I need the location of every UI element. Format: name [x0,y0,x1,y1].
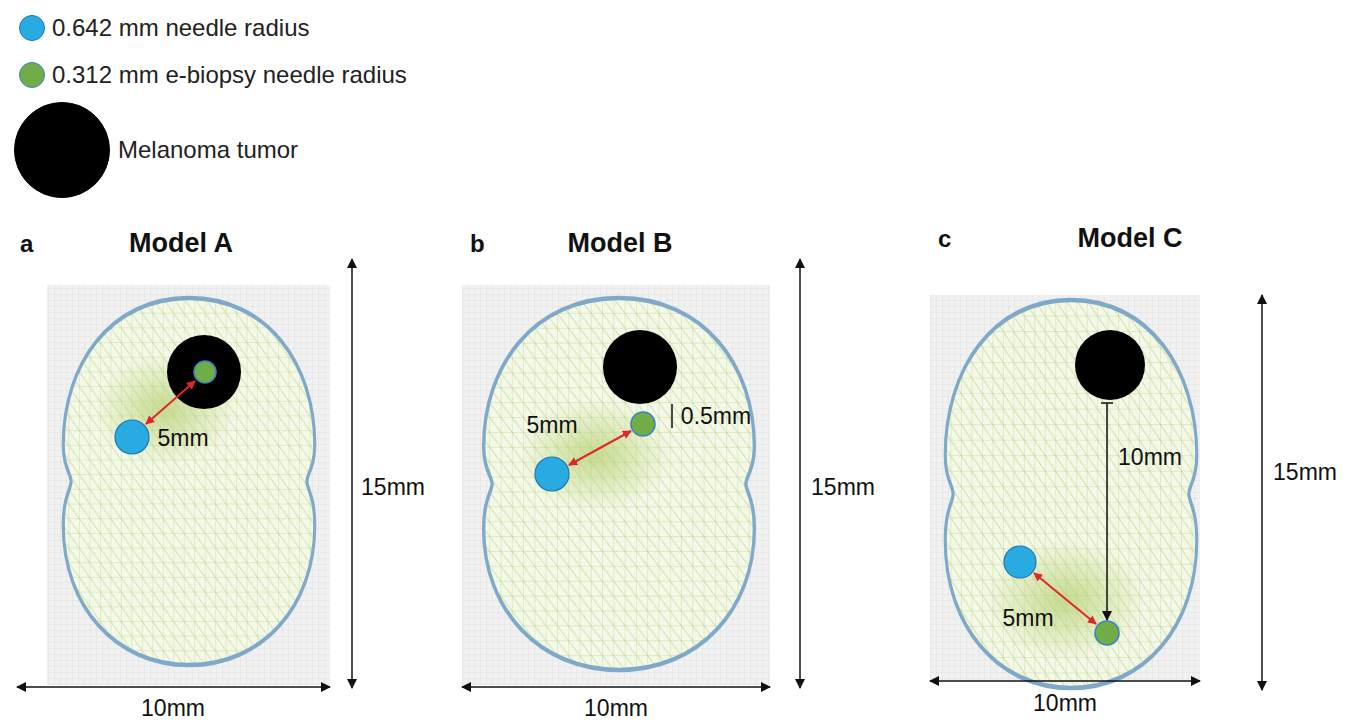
distance-label: 10mm [1118,446,1182,469]
panel-title: Model B [568,229,673,259]
distance-label: 5mm [1002,607,1053,630]
legend-text: 0.642 mm needle radius [52,16,309,40]
model-panel: b Model B [462,225,772,690]
height-dimension: 15mm [1273,461,1337,484]
width-dimension: 10mm [141,697,205,720]
model-panel: a Model A [15,225,335,690]
legend-swatch [19,15,45,41]
legend-swatch [19,62,45,88]
panel-title: Model A [129,229,233,259]
legend-text: Melanoma tumor [118,138,298,162]
model-a-figure [17,259,352,688]
legend-text: 0.312 mm e-biopsy needle radius [52,63,407,87]
panel-letter: b [470,231,485,257]
distance-label: 5mm [157,427,208,450]
model-b-figure [462,259,800,688]
width-dimension: 10mm [584,697,648,720]
model-c-figure [930,295,1262,690]
panel-letter: c [938,226,951,252]
panel-letter: a [20,231,33,257]
distance-label: 5mm [526,414,577,437]
panel-title: Model C [1078,224,1183,254]
gap-label: 0.5mm [681,405,751,428]
width-dimension: 10mm [1033,692,1097,715]
height-dimension: 15mm [811,476,875,499]
height-dimension: 15mm [361,476,425,499]
legend-swatch [14,102,110,198]
